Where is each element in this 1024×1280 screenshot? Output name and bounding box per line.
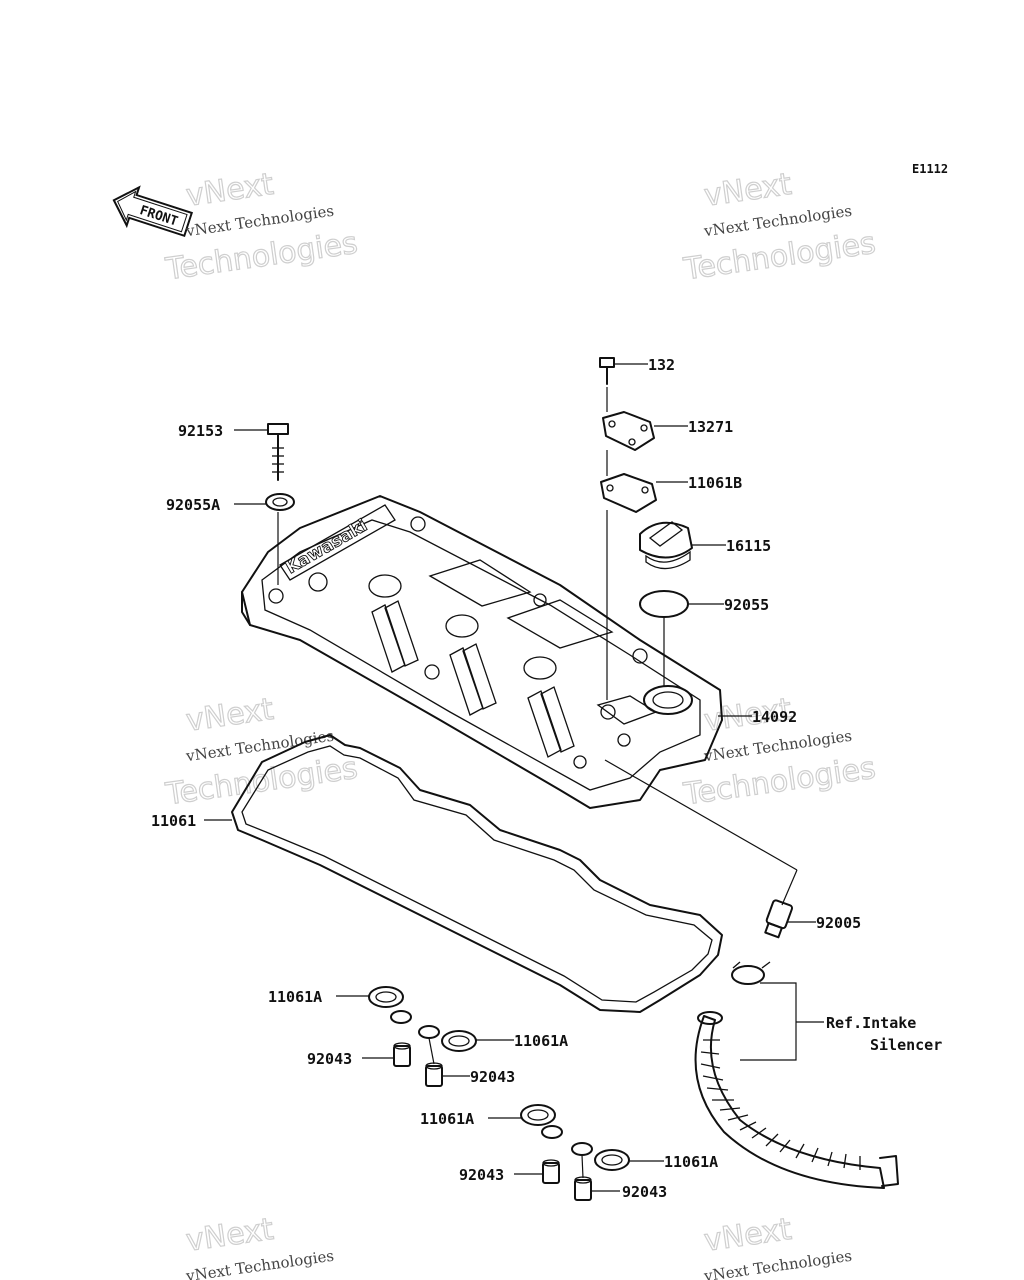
label-92055: 92055 — [724, 596, 769, 614]
dowel-92043-2 — [425, 1062, 443, 1087]
watermark-bottom-left: vNext vNext Technologies — [183, 1211, 335, 1280]
label-132: 132 — [648, 356, 675, 374]
dowel-92043-1 — [393, 1042, 411, 1067]
seal-11061a-1 — [368, 986, 412, 1024]
svg-text:vNext: vNext — [184, 1212, 276, 1259]
label-11061: 11061 — [151, 812, 196, 830]
seal-11061a-4 — [571, 1142, 630, 1171]
cover-gasket-11061 — [231, 734, 723, 1013]
seal-92055a — [265, 493, 295, 511]
brand-label: Kawasaki — [283, 516, 371, 579]
gasket-11061b — [600, 473, 657, 513]
ref-note-line1: Ref.Intake — [826, 1014, 916, 1032]
seal-11061a-2 — [418, 1025, 477, 1052]
label-11061b: 11061B — [688, 474, 742, 492]
label-16115: 16115 — [726, 537, 771, 555]
svg-text:vNext: vNext — [184, 692, 276, 739]
watermark-mid-right: vNext vNext Technologies Technologies — [680, 691, 878, 813]
watermark-top-left: vNext vNext Technologies Technologies — [162, 166, 360, 288]
bolt-92153 — [267, 423, 289, 481]
label-14092: 14092 — [752, 708, 797, 726]
label-11061a-2: 11061A — [514, 1032, 568, 1050]
clamp-icon — [731, 961, 771, 985]
callouts: 132 13271 11061B 16115 92055 14092 92153… — [151, 356, 942, 1201]
svg-text:vNext: vNext — [702, 1212, 794, 1259]
dowel-92043-4 — [574, 1176, 592, 1201]
diagram-code: E1112 — [912, 162, 948, 176]
watermark-top-right: vNext vNext Technologies Technologies — [680, 166, 878, 288]
label-92005: 92005 — [816, 914, 861, 932]
watermark-bottom-right: vNext vNext Technologies — [701, 1211, 853, 1280]
label-92055a: 92055A — [166, 496, 220, 514]
seal-11061a-3 — [520, 1104, 563, 1139]
svg-text:vNext: vNext — [184, 167, 276, 214]
oil-cap-16115 — [639, 521, 693, 570]
o-ring-92055 — [639, 590, 689, 618]
label-11061a-4: 11061A — [664, 1153, 718, 1171]
label-92043-3: 92043 — [459, 1166, 504, 1184]
label-92043-4: 92043 — [622, 1183, 667, 1201]
label-92043-1: 92043 — [307, 1050, 352, 1068]
bolt-132 — [599, 357, 615, 385]
label-13271: 13271 — [688, 418, 733, 436]
fitting-92005 — [764, 899, 794, 939]
label-92043-2: 92043 — [470, 1068, 515, 1086]
svg-text:vNext: vNext — [702, 167, 794, 214]
label-11061a-1: 11061A — [268, 988, 322, 1006]
ref-note-line2: Silencer — [870, 1036, 942, 1054]
front-arrow-icon: FRONT — [112, 185, 194, 238]
dowel-92043-3 — [542, 1159, 560, 1184]
plate-13271 — [602, 411, 655, 451]
label-11061a-3: 11061A — [420, 1110, 474, 1128]
label-92153: 92153 — [178, 422, 223, 440]
breather-hose — [694, 1011, 899, 1189]
